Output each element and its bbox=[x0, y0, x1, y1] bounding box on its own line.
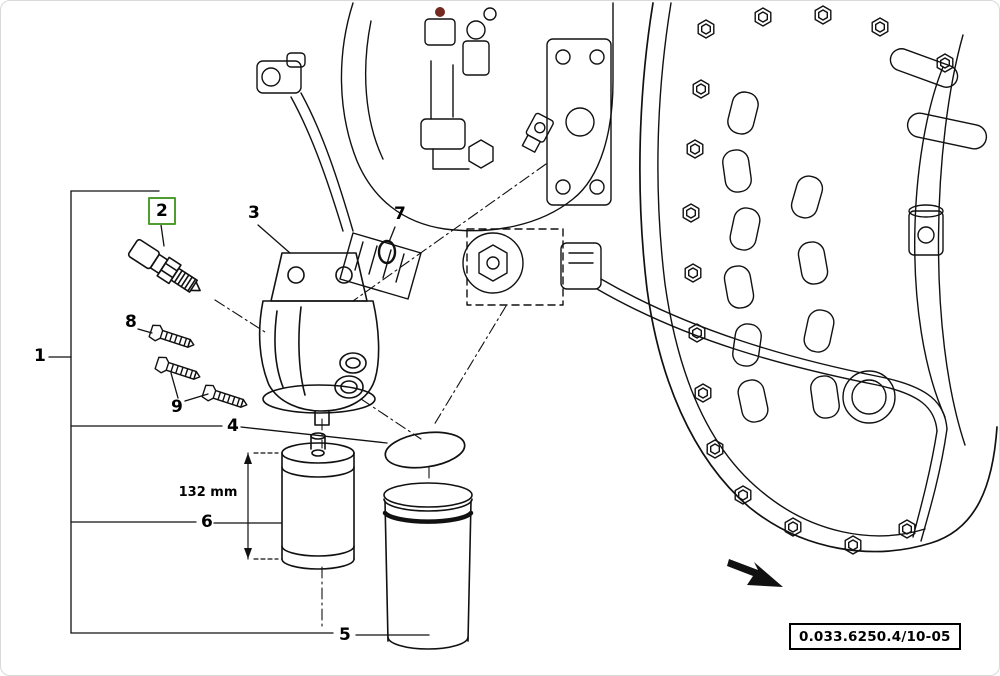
fuel-lines bbox=[560, 204, 948, 542]
mounting-reference-box bbox=[466, 228, 564, 306]
dimension-label: 132 mm bbox=[178, 485, 238, 500]
bolt-9b bbox=[200, 382, 250, 414]
part-callout-7[interactable]: 7 bbox=[394, 204, 406, 224]
part-callout-9[interactable]: 9 bbox=[171, 397, 183, 417]
part-callout-8[interactable]: 8 bbox=[125, 312, 137, 332]
reference-code: 0.033.6250.4/10-05 bbox=[789, 623, 961, 650]
part-7-o-ring bbox=[377, 239, 397, 265]
housing-ribs bbox=[720, 88, 842, 425]
dimension-arrow bbox=[244, 452, 279, 560]
bolt-8 bbox=[147, 322, 197, 354]
part-callout-4[interactable]: 4 bbox=[227, 416, 239, 436]
part-callout-3[interactable]: 3 bbox=[248, 203, 260, 223]
pump-sensor bbox=[521, 112, 554, 153]
part-2-sensor bbox=[127, 238, 201, 293]
bolt-9a bbox=[153, 354, 203, 386]
direction-arrow-icon bbox=[727, 559, 783, 587]
part-callout-1[interactable]: 1 bbox=[34, 346, 46, 366]
housing-bolts bbox=[682, 5, 954, 555]
plug-fitting bbox=[462, 232, 524, 294]
part-4-gasket bbox=[384, 431, 466, 469]
part-6-filter-element bbox=[281, 432, 355, 570]
part-3-filter-head bbox=[258, 252, 380, 426]
part-callout-2-selected[interactable]: 2 bbox=[148, 197, 176, 225]
pressure-sensor bbox=[908, 204, 944, 256]
part-callout-5[interactable]: 5 bbox=[339, 625, 351, 645]
part-5-canister bbox=[382, 482, 474, 650]
injection-pump-assembly bbox=[256, 2, 614, 300]
part-callout-6[interactable]: 6 bbox=[201, 512, 213, 532]
transmission-housing bbox=[639, 2, 998, 553]
callout-leaders bbox=[48, 190, 430, 636]
